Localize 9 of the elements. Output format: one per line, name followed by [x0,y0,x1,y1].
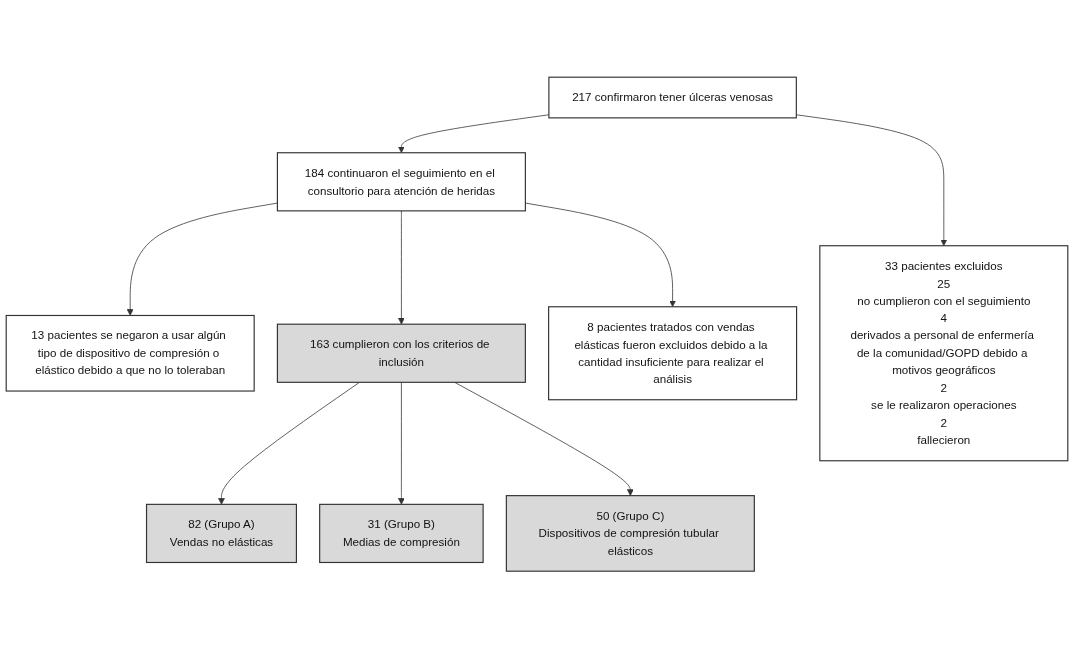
node-box: 50 (Grupo C) Dispositivos de compresión tubular elásticos [505,494,755,572]
node-box: 8 pacientes tratados con vendas elásticas fueron excluidos debido a la cantidad insuficiente para realizar el análisis [548,306,798,401]
node-box: 31 (Grupo B) Medias de compresión [319,503,484,563]
node-box: 33 pacientes excluidos 25 no cumplieron con el seguimiento 4 derivados a personal de enfermería de la comunidad/GOPD debido a motivos geográficos 2 se le realizaron operaciones 2 fallecieron [819,244,1069,462]
node-box: 13 pacientes se negaron a usar algún tipo de dispositivo de compresión o elástico debido a que no lo toleraban [5,314,255,392]
node-box: 163 cumplieron con los criterios de inclusión [276,323,526,383]
node-box: 82 (Grupo A) Vendas no elásticas [145,503,297,563]
node-box: 184 continuaron el seguimiento en el consultorio para atención de heridas [276,151,526,212]
node-box: 217 confirmaron tener úlceras venosas [548,76,797,119]
